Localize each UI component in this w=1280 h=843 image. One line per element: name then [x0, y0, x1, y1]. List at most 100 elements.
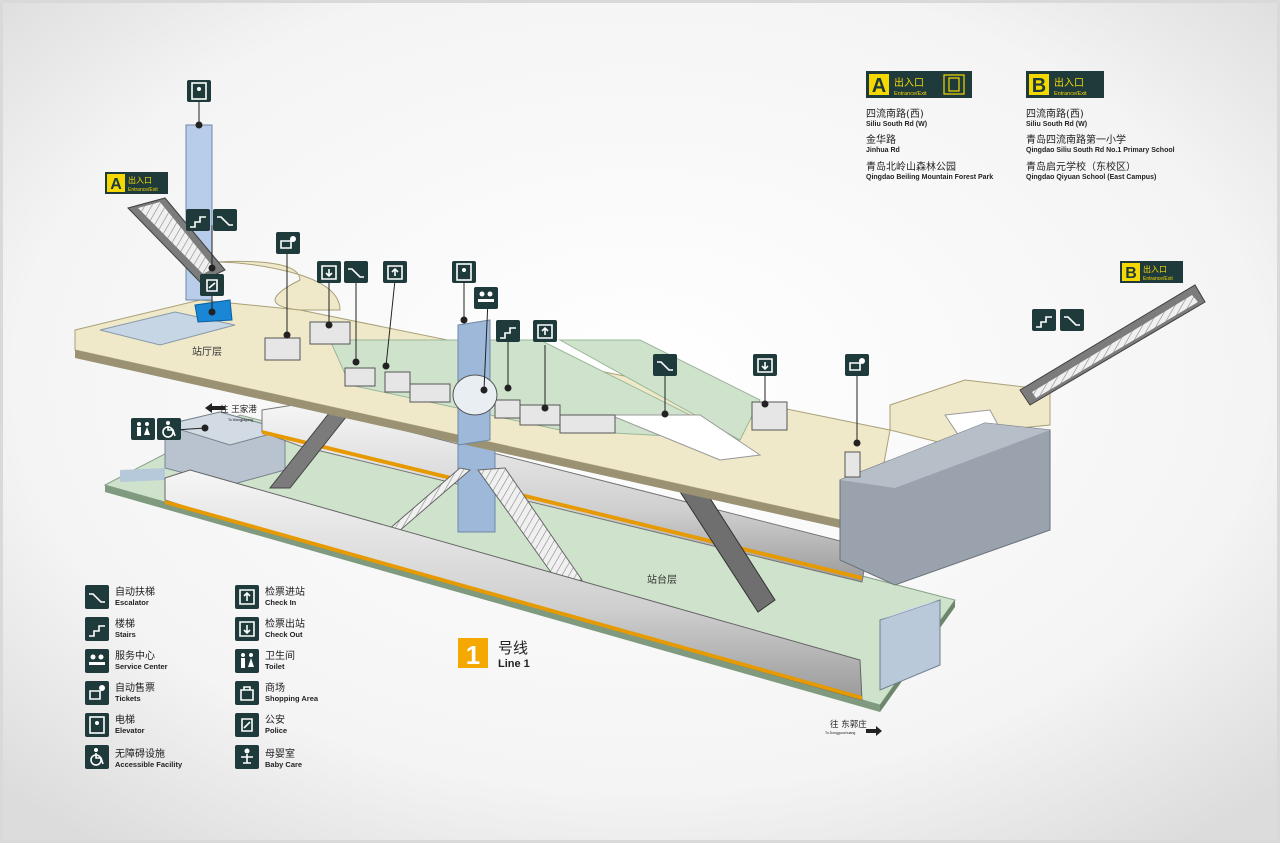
svg-text:Service Center: Service Center	[115, 662, 168, 671]
svg-text:服务中心: 服务中心	[115, 649, 155, 662]
legend-item-escalator: 自动扶梯 Escalator	[85, 585, 155, 609]
svg-text:Qingdao Beiling Mountain Fores: Qingdao Beiling Mountain Forest Park	[866, 174, 993, 181]
svg-text:检票出站: 检票出站	[265, 617, 305, 630]
legend-item-check-out: 检票出站 Check Out	[235, 617, 305, 641]
service-center-icon	[474, 287, 498, 309]
svg-text:Tickets: Tickets	[115, 694, 141, 703]
svg-text:卫生间: 卫生间	[265, 649, 295, 662]
svg-text:出入口: 出入口	[894, 76, 924, 89]
svg-text:青岛启元学校（东校区）: 青岛启元学校（东校区）	[1026, 160, 1136, 173]
svg-text:Siliu South Rd (W): Siliu South Rd (W)	[1026, 121, 1087, 128]
svg-text:Entrance/Exit: Entrance/Exit	[128, 187, 158, 193]
svg-text:Qingdao Siliu South Rd No.1 Pr: Qingdao Siliu South Rd No.1 Primary Scho…	[1026, 147, 1175, 154]
exit-a-map-sign: A 出入口 Entrance/Exit	[105, 172, 168, 194]
service-center-booth	[452, 374, 498, 416]
legend-item-check-in: 检票进站 Check In	[235, 585, 305, 609]
line-cn: 号线	[498, 639, 528, 657]
check-out-icon	[753, 354, 777, 376]
svg-text:检票进站: 检票进站	[265, 585, 305, 598]
svg-text:Escalator: Escalator	[115, 598, 149, 607]
concourse-label: 站厅层	[192, 345, 222, 358]
svg-text:Entrance/Exit: Entrance/Exit	[1143, 276, 1173, 282]
elevator-icon	[943, 74, 965, 95]
check-in-icon	[383, 261, 407, 283]
legend-item-stairs: 楼梯 Stairs	[85, 617, 136, 641]
direction-east: 往 东郭庄 To Dongguozhuang	[825, 719, 882, 736]
svg-text:Toilet: Toilet	[265, 662, 285, 671]
train-front	[164, 469, 863, 701]
svg-text:Check Out: Check Out	[265, 630, 303, 639]
legend-item-police: 公安 Police	[235, 713, 287, 737]
exit-a-info: A 出入口 Entrance/Exit 四流南路(西) Siliu South …	[866, 71, 993, 181]
direction-west: 往 王家港 To Wangjiagang	[205, 403, 257, 422]
svg-text:Jinhua Rd: Jinhua Rd	[866, 147, 900, 154]
svg-text:Elevator: Elevator	[115, 726, 145, 735]
svg-text:Entrance/Exit: Entrance/Exit	[1054, 91, 1087, 97]
svg-text:Siliu South Rd (W): Siliu South Rd (W)	[866, 121, 927, 128]
legend-item-tickets: 自动售票 Tickets	[85, 681, 155, 705]
escalator-icon	[344, 261, 368, 283]
svg-text:四流南路(西): 四流南路(西)	[1026, 107, 1084, 120]
legend-item-baby-care: 母婴室 Baby Care	[235, 745, 302, 769]
exit-b-map-sign: B 出入口 Entrance/Exit	[1120, 261, 1183, 283]
svg-text:四流南路(西): 四流南路(西)	[866, 107, 924, 120]
svg-text:出入口: 出入口	[1143, 264, 1167, 274]
escalator-icon	[1060, 309, 1084, 331]
legend-item-elevator: 电梯 Elevator	[85, 713, 145, 737]
svg-text:出入口: 出入口	[1054, 76, 1084, 89]
svg-text:Accessible Facility: Accessible Facility	[115, 760, 183, 769]
check-in-icon	[533, 320, 557, 342]
exit-a-map-letter: A	[110, 176, 122, 193]
legend-item-accessible: 无障碍设施 Accessible Facility	[85, 745, 183, 769]
stairs-icon	[186, 209, 210, 231]
police-icon	[200, 274, 224, 296]
svg-text:青岛四流南路第一小学: 青岛四流南路第一小学	[1026, 133, 1126, 146]
fare-gates	[264, 321, 861, 478]
tickets-icon	[845, 354, 869, 376]
line-number: 1	[466, 640, 480, 670]
stairs-platform-right	[477, 467, 583, 586]
svg-text:Qingdao Qiyuan School (East Ca: Qingdao Qiyuan School (East Campus)	[1026, 174, 1156, 181]
escalator-icon	[653, 354, 677, 376]
legend: 自动扶梯 Escalator 楼梯 Stairs 服务中心 Service Ce…	[85, 585, 319, 769]
exit-b-letter: B	[1032, 75, 1046, 97]
check-out-icon	[317, 261, 341, 283]
svg-text:商场: 商场	[265, 681, 285, 694]
svg-text:自动扶梯: 自动扶梯	[115, 585, 155, 598]
svg-text:To Dongguozhuang: To Dongguozhuang	[825, 731, 855, 735]
line-badge: 1 号线 Line 1	[458, 638, 530, 670]
legend-item-service-center: 服务中心 Service Center	[85, 649, 168, 673]
elevator-icon	[187, 80, 211, 102]
svg-text:出入口: 出入口	[128, 175, 152, 185]
svg-text:无障碍设施: 无障碍设施	[115, 747, 165, 760]
svg-text:金华路: 金华路	[866, 133, 896, 146]
svg-text:Shopping Area: Shopping Area	[265, 694, 319, 703]
svg-text:青岛北岭山森林公园: 青岛北岭山森林公园	[866, 160, 956, 173]
toilet-icon	[131, 418, 155, 440]
exit-b-info: B 出入口 Entrance/Exit 四流南路(西) Siliu South …	[1026, 71, 1175, 181]
escalator-icon	[213, 209, 237, 231]
svg-text:母婴室: 母婴室	[265, 747, 295, 760]
svg-text:楼梯: 楼梯	[115, 617, 135, 630]
svg-text:Police: Police	[265, 726, 287, 735]
stairs-icon	[496, 320, 520, 342]
svg-text:Entrance/Exit: Entrance/Exit	[894, 91, 927, 97]
stairs-icon	[1032, 309, 1056, 331]
legend-item-toilet: 卫生间 Toilet	[235, 649, 295, 673]
svg-text:Stairs: Stairs	[115, 630, 136, 639]
accessible-icon	[157, 418, 181, 440]
platform-label: 站台层	[647, 573, 677, 586]
legend-item-shopping: 商场 Shopping Area	[235, 681, 319, 705]
svg-text:电梯: 电梯	[115, 713, 135, 726]
svg-text:To Wangjiagang: To Wangjiagang	[228, 418, 253, 422]
svg-text:自动售票: 自动售票	[115, 681, 155, 694]
svg-text:往 王家港: 往 王家港	[220, 404, 257, 415]
svg-text:公安: 公安	[265, 713, 285, 726]
exit-a-letter: A	[872, 75, 886, 97]
svg-text:B: B	[1125, 265, 1137, 282]
svg-text:Baby Care: Baby Care	[265, 760, 302, 769]
tickets-icon	[276, 232, 300, 254]
svg-text:Check In: Check In	[265, 598, 297, 607]
line-en: Line 1	[498, 658, 530, 670]
